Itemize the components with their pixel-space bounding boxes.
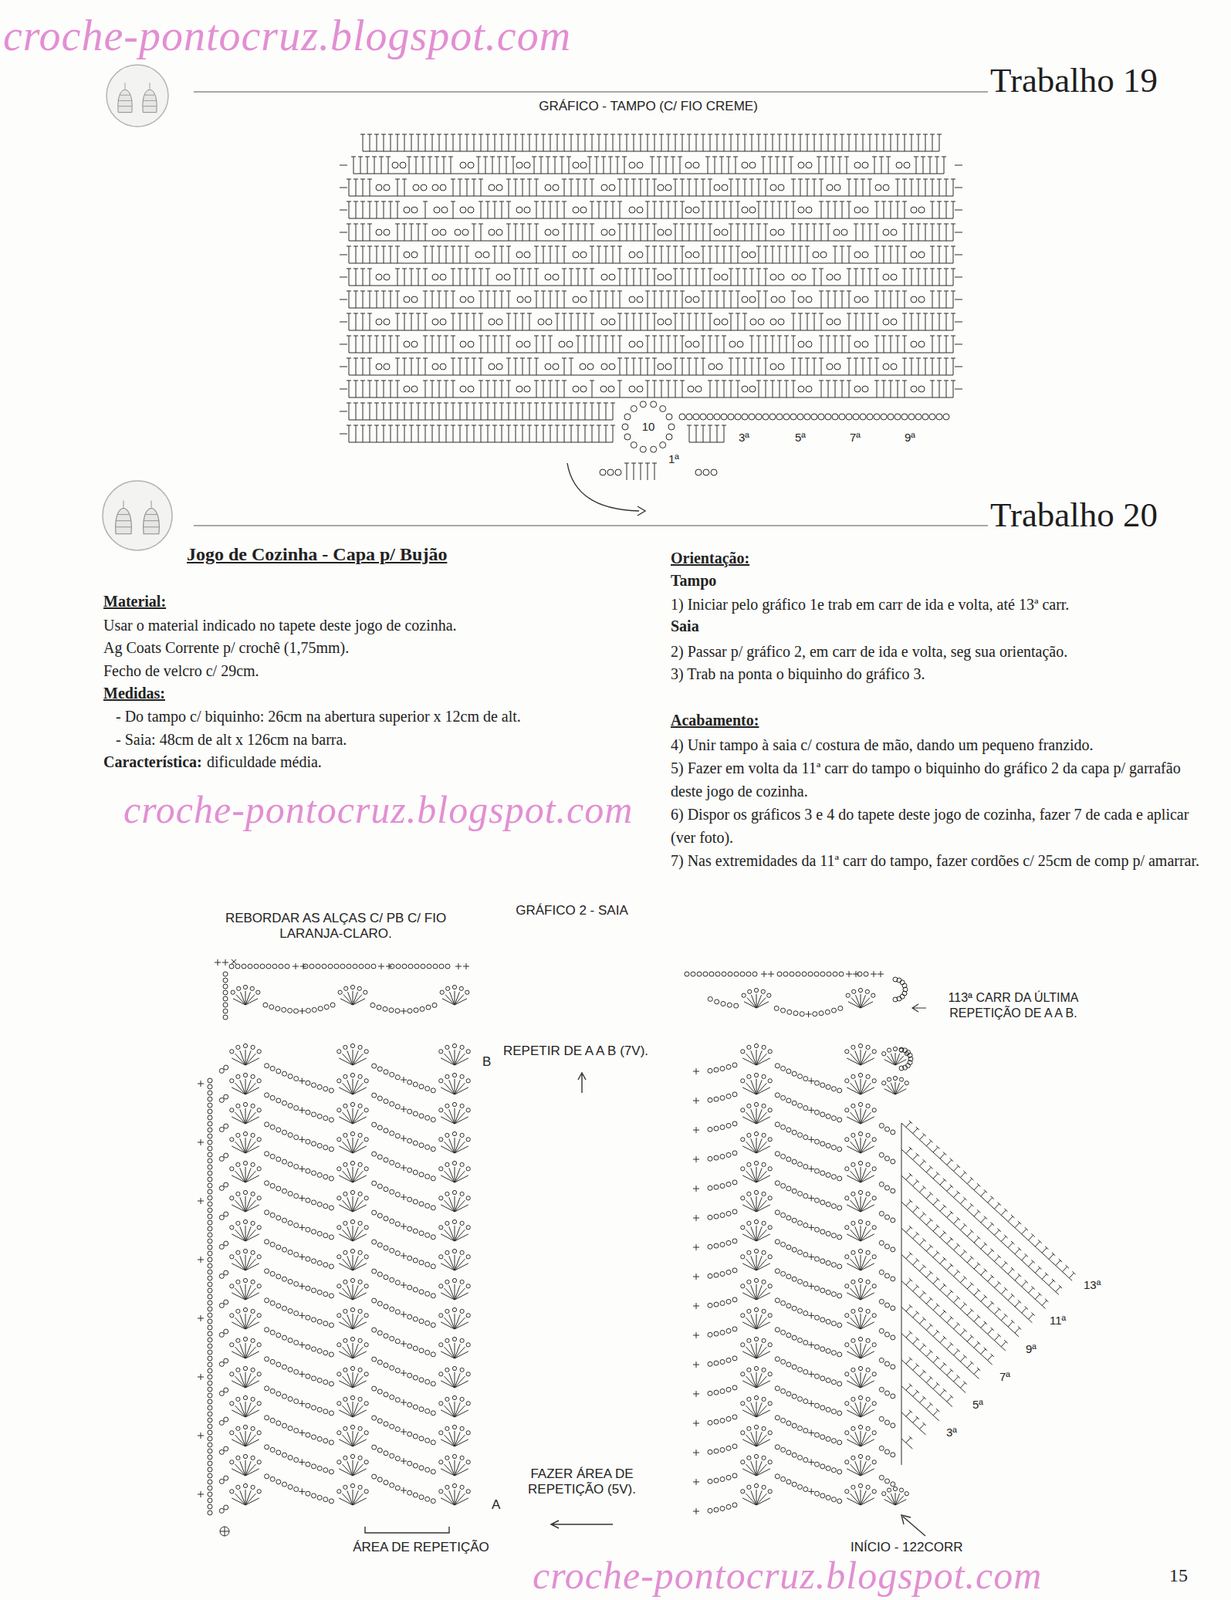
icon-frame	[102, 480, 173, 551]
row-number: 7ª	[849, 430, 861, 444]
direction-arrow	[551, 1520, 613, 1529]
instruction-text: 7) Nas extremidades da 11ª carr do tampo…	[670, 848, 1204, 873]
row-number: 5ª	[972, 1397, 984, 1411]
row-number: 1ª	[668, 452, 680, 466]
chart-note: INÍCIO - 122CORR	[850, 1539, 963, 1556]
row-number: 9ª	[1025, 1342, 1037, 1356]
row-number: 10	[636, 419, 660, 433]
bell-stripes	[118, 82, 132, 106]
section-heading: Medidas:	[103, 681, 166, 705]
section-heading: Acabamento:	[670, 708, 759, 732]
instruction-text: 5) Fazer em volta da 11ª carr do tampo o…	[670, 756, 1204, 803]
instruction-text: 4) Unir tampo à saia c/ costura de mão, …	[670, 733, 1204, 757]
chart-note: FAZER ÁREA DE REPETIÇÃO (5V).	[504, 1466, 660, 1498]
direction-arrow	[578, 1072, 586, 1093]
row-number: 5ª	[794, 430, 806, 444]
bell-shape	[143, 508, 160, 535]
bell-shape	[115, 508, 132, 535]
chart-note: ÁREA DE REPETIÇÃO	[341, 1539, 501, 1556]
row-number: 9ª	[904, 430, 916, 444]
project-icon	[106, 64, 169, 127]
chain-symbols	[207, 162, 950, 1536]
section-heading: Orientação:	[670, 546, 750, 570]
repeat-bracket	[365, 1526, 450, 1533]
chart-note: 113ª CARR DA ÚLTIMA REPETIÇÃO DE A A B.	[927, 990, 1100, 1022]
instruction-text: 6) Dispor os gráficos 3 e 4 do tapete de…	[670, 802, 1204, 849]
instruction-text: - Do tampo c/ biquinho: 26cm na abertura…	[115, 704, 521, 728]
direction-arrow	[901, 1515, 926, 1536]
instruction-text: 3) Trab na ponta o biquinho do gráfico 3…	[670, 662, 1204, 686]
stitch-symbols	[197, 134, 1076, 1536]
chart-note: GRÁFICO 2 - SAIA	[456, 902, 688, 919]
leader-arrow	[912, 1004, 927, 1012]
bottle-cover-icon	[118, 82, 132, 112]
chart-note: REBORDAR AS ALÇAS C/ PB C/ FIO LARANJA-C…	[219, 910, 452, 942]
instruction-text: - Saia: 48cm de alt x 126cm na barra.	[115, 727, 347, 751]
arrow-head	[637, 506, 646, 516]
bottle-cover-icon	[143, 500, 160, 535]
instruction-text: Fecho de velcro c/ 29cm.	[103, 659, 260, 683]
bell-stripes	[115, 500, 132, 528]
subheading: Saia	[670, 614, 700, 638]
instruction-text: 1) Iniciar pelo gráfico 1e trab em carr …	[670, 592, 1204, 616]
watermark: croche-pontocruz.blogspot.com	[123, 790, 633, 829]
bottle-cover-icon	[115, 500, 132, 535]
direction-arrow	[567, 463, 640, 511]
row-number: 3ª	[946, 1425, 958, 1439]
row-number: 11ª	[1049, 1313, 1066, 1327]
icon-frame	[106, 64, 169, 127]
row-number: 7ª	[999, 1369, 1011, 1384]
row-number: 13ª	[1083, 1278, 1101, 1292]
pattern-title: Jogo de Cozinha - Capa p/ Bujão	[186, 542, 447, 566]
section-rule	[193, 524, 988, 526]
section-title: Trabalho 20	[990, 496, 1158, 535]
watermark: croche-pontocruz.blogspot.com	[532, 1555, 1042, 1595]
subheading: Característica:	[103, 750, 203, 774]
instruction-text: 2) Passar p/ gráfico 2, em carr de ida e…	[670, 639, 1204, 663]
chart-note: A	[491, 1497, 501, 1513]
bell-shape	[142, 89, 157, 113]
instruction-text: Usar o material indicado no tapete deste…	[103, 613, 457, 637]
bell-stripes	[142, 82, 157, 106]
row-number: 3ª	[738, 430, 750, 444]
chart-note: GRÁFICO - TAMPO (C/ FIO CREME)	[493, 98, 803, 115]
subheading: Tampo	[670, 568, 717, 592]
chart-note: B	[482, 1054, 491, 1070]
crochet-symbols	[197, 134, 1076, 1536]
project-icon	[102, 480, 173, 551]
instruction-text: dificuldade média.	[206, 750, 322, 774]
bottle-cover-icon	[142, 82, 157, 112]
instruction-text: Ag Coats Corrente p/ crochê (1,75mm).	[103, 635, 349, 660]
section-heading: Material:	[103, 589, 166, 613]
bell-shape	[118, 89, 132, 113]
bell-stripes	[143, 500, 159, 528]
watermark: croche-pontocruz.blogspot.com	[3, 13, 572, 58]
chart-note: REPETIR DE A A B (7V).	[503, 1043, 649, 1059]
page-number: 15	[1169, 1565, 1188, 1586]
section-title: Trabalho 19	[990, 61, 1158, 101]
section-rule	[193, 91, 988, 92]
